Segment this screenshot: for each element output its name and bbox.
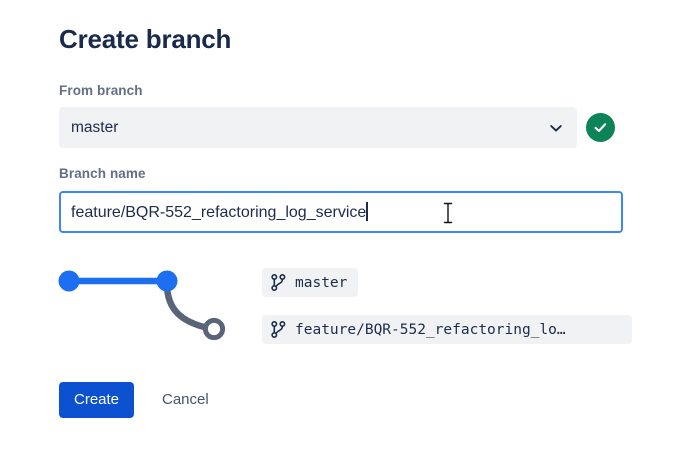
- page-title: Create branch: [59, 24, 232, 54]
- commit-node-2: [156, 270, 178, 292]
- branch-name-label: Branch name: [59, 166, 146, 181]
- branch-name-input[interactable]: feature/BQR-552_refactoring_log_service: [59, 191, 623, 233]
- new-branch-node: [202, 317, 226, 341]
- from-branch-select[interactable]: master: [59, 107, 577, 148]
- chevron-down-icon[interactable]: [549, 121, 563, 135]
- from-branch-label: From branch: [59, 83, 143, 98]
- branch-name-input-value: feature/BQR-552_refactoring_log_service: [71, 204, 367, 221]
- from-branch-selected-value: master: [71, 119, 119, 136]
- branch-icon: [271, 320, 286, 339]
- branch-chip-feature: feature/BQR-552_refactoring_lo…: [262, 315, 632, 344]
- branch-chip-master: master: [262, 268, 359, 297]
- branch-name-input-text[interactable]: feature/BQR-552_refactoring_log_service: [71, 202, 368, 224]
- branch-graph: [50, 258, 240, 354]
- create-button[interactable]: Create: [59, 382, 135, 418]
- text-caret: [366, 202, 368, 221]
- branch-chip-label: master: [295, 274, 348, 291]
- from-branch-select-box[interactable]: master: [59, 107, 577, 148]
- branch-icon: [271, 273, 286, 292]
- branch-chip-label: feature/BQR-552_refactoring_lo…: [295, 321, 566, 338]
- cancel-button[interactable]: Cancel: [154, 382, 217, 418]
- check-circle-icon: [586, 113, 615, 142]
- branch-curve-line: [163, 280, 212, 332]
- commit-node-1: [58, 270, 80, 292]
- text-ibeam-cursor: [442, 202, 454, 224]
